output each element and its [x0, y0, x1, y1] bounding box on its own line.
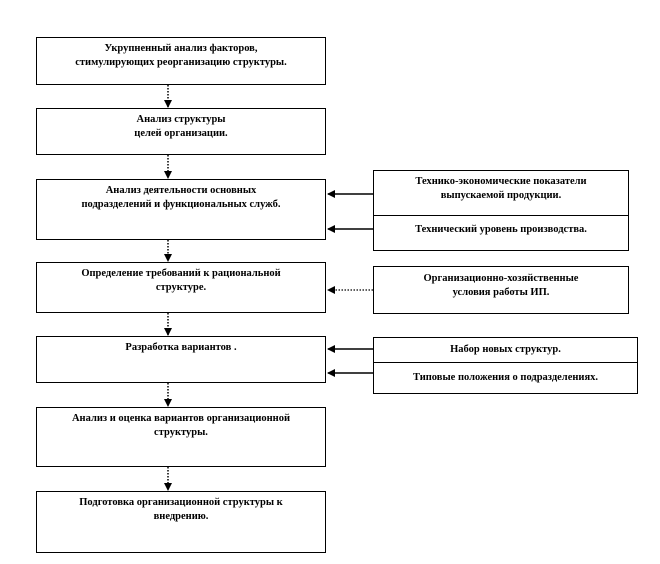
step-box-6: Анализ и оценка вариантов организационно… — [36, 407, 326, 467]
input-box-c: Набор новых структур. Типовые положения … — [373, 337, 638, 394]
input-c-divider — [374, 362, 637, 363]
input-a2-line-1: Технический уровень производства. — [415, 224, 587, 235]
step-box-3: Анализ деятельности основных подразделен… — [36, 179, 326, 240]
step-3-line-1: Анализ деятельности основных — [105, 185, 257, 196]
step-6-line-2: структуры. — [154, 427, 208, 438]
input-a-cell-1: Технико-экономические показатели выпуска… — [374, 175, 628, 203]
step-2-line-2: целей организации. — [134, 128, 228, 139]
input-a-divider — [374, 215, 628, 216]
step-1-line-2: стимулирующих реорганизацию структуры. — [75, 57, 287, 68]
step-6-line-1: Анализ и оценка вариантов организационно… — [71, 413, 291, 424]
input-c-cell-1: Набор новых структур. — [374, 343, 637, 357]
input-a1-line-1: Технико-экономические показатели — [415, 176, 587, 187]
step-box-4: Определение требований к рациональной ст… — [36, 262, 326, 313]
step-box-7: Подготовка организационной структуры к в… — [36, 491, 326, 553]
step-box-1: Укрупненный анализ факторов, стимулирующ… — [36, 37, 326, 85]
step-4-line-2: структуре. — [155, 282, 207, 293]
input-c1-line-1: Набор новых структур. — [450, 344, 561, 355]
step-box-5: Разработка вариантов . — [36, 336, 326, 383]
step-7-line-2: внедрению. — [153, 511, 209, 522]
input-b1-line-1: Организационно-хозяйственные — [423, 273, 579, 284]
step-5-line-1: Разработка вариантов . — [125, 342, 237, 353]
step-2-line-1: Анализ структуры — [136, 114, 226, 125]
input-box-a: Технико-экономические показатели выпуска… — [373, 170, 629, 251]
input-a-cell-2: Технический уровень производства. — [374, 223, 628, 237]
input-box-b: Организационно-хозяйственные условия раб… — [373, 266, 629, 314]
input-b1-line-2: условия работы ИП. — [452, 287, 550, 298]
step-4-line-1: Определение требований к рациональной — [81, 268, 281, 279]
input-c2-line-1: Типовые положения о подразделениях. — [412, 372, 599, 383]
step-3-line-2: подразделений и функциональных служб. — [81, 199, 281, 210]
step-7-line-1: Подготовка организационной структуры к — [79, 497, 283, 508]
input-a1-line-2: выпускаемой продукции. — [440, 190, 562, 201]
input-c-cell-2: Типовые положения о подразделениях. — [374, 371, 637, 385]
step-box-2: Анализ структуры целей организации. — [36, 108, 326, 155]
step-1-line-1: Укрупненный анализ факторов, — [104, 43, 258, 54]
input-b-cell-1: Организационно-хозяйственные условия раб… — [374, 272, 628, 300]
